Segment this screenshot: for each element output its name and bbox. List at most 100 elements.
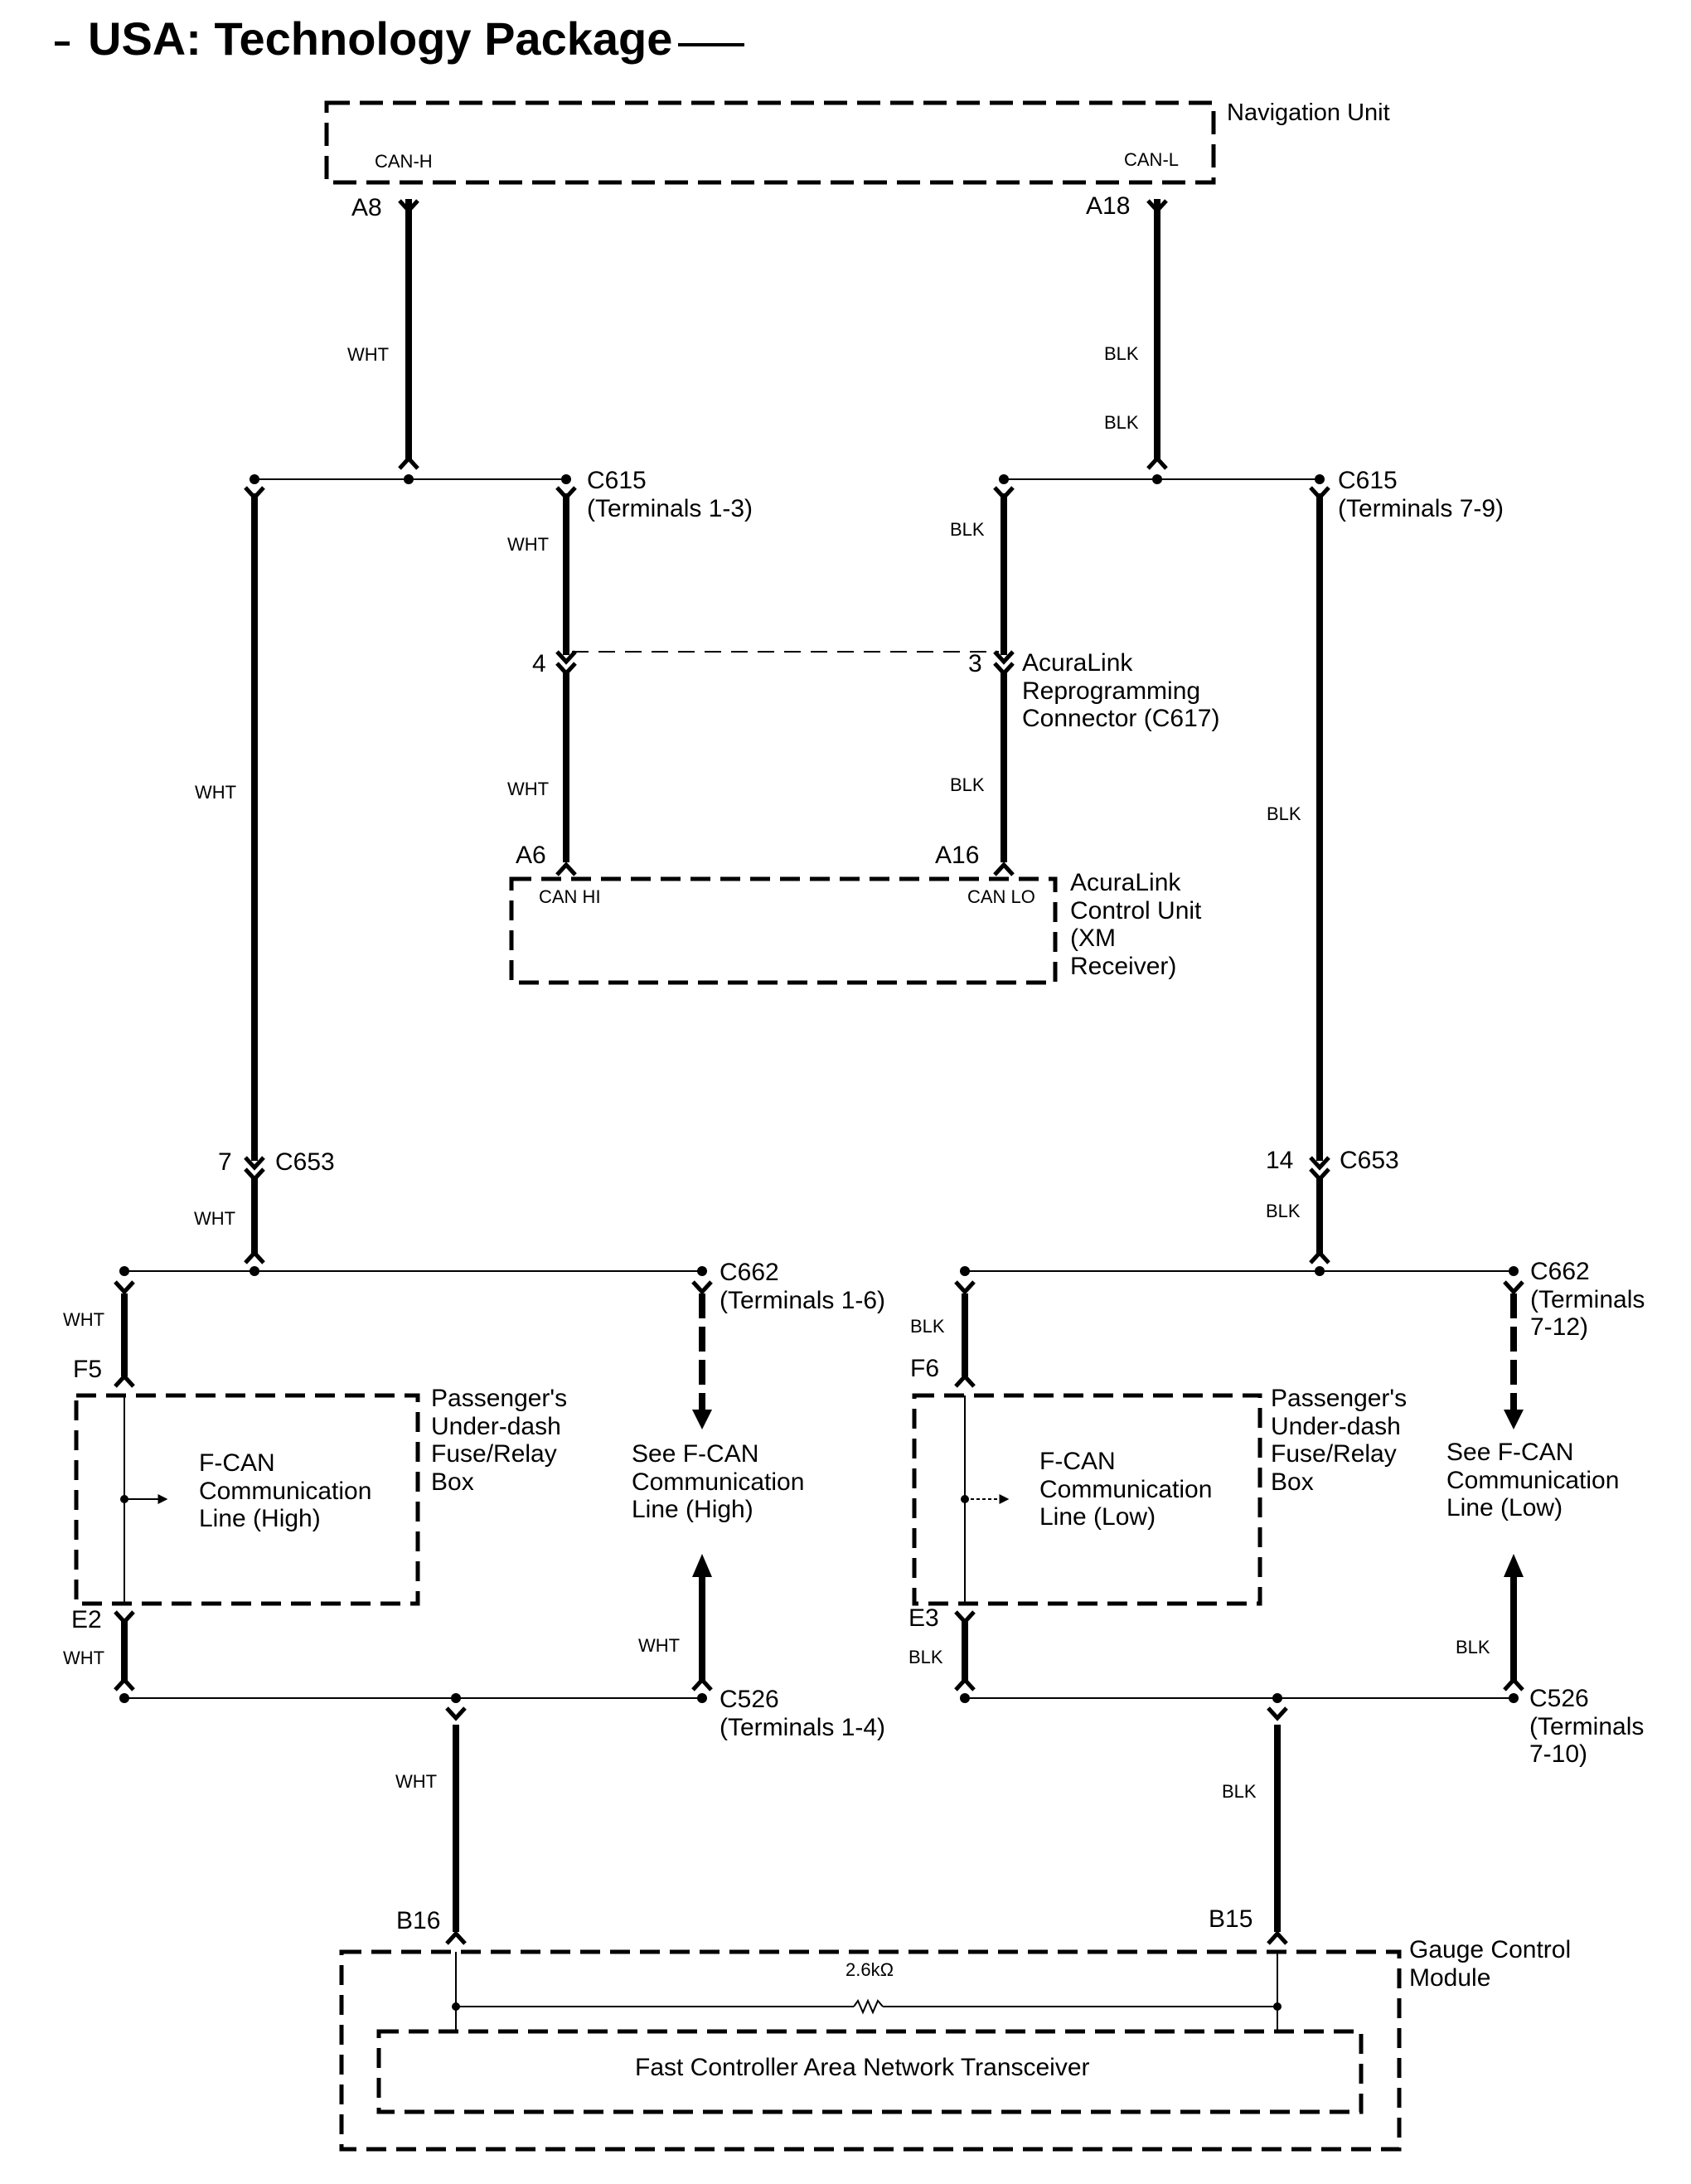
fuse-relay-box-high-label: Passenger's Under-dash Fuse/Relay Box	[431, 1385, 568, 1496]
fuse-box-high-box	[74, 1393, 420, 1606]
wire-color-label: BLK	[1267, 803, 1301, 824]
c662-out-f6	[954, 1280, 976, 1295]
pin-f6-label: F6	[910, 1355, 940, 1382]
can-hi-label: CAN HI	[539, 886, 601, 907]
junction-dot	[1315, 1266, 1325, 1276]
pin-b15-label: B15	[1209, 1905, 1253, 1933]
wire-color-label: BLK	[910, 1316, 945, 1337]
junction-dot	[1272, 1693, 1282, 1703]
gauge-control-module-label: Gauge Control Module	[1409, 1936, 1572, 1992]
pin-a18-label: A18	[1086, 192, 1131, 220]
connector-c526-high-label: C526 (Terminals 1-4)	[720, 1686, 886, 1741]
junction-dot	[561, 474, 571, 484]
see-f-can-high-reference[interactable]: See F-CAN Communication Line (High)	[632, 1440, 805, 1524]
c653-pin7	[244, 1156, 265, 1182]
wire-color-label: BLK	[1266, 1201, 1301, 1221]
junction-dot	[250, 1266, 259, 1276]
wire-color-label: BLK	[1456, 1637, 1490, 1657]
pin-e3-label: E3	[908, 1604, 939, 1632]
junction-dot	[119, 1693, 129, 1703]
wire-color-label: WHT	[63, 1309, 105, 1330]
c662-in-high	[244, 1250, 265, 1264]
wire-color-label: WHT	[195, 782, 237, 803]
can-lo-label: CAN LO	[967, 886, 1035, 907]
connector-c615-low-label: C615 (Terminals 7-9)	[1338, 467, 1504, 522]
wire-color-label: WHT	[507, 534, 550, 555]
junction-dot	[120, 1495, 128, 1503]
c615-high-in	[398, 455, 419, 470]
wire-color-label: BLK	[950, 519, 985, 540]
junction-dot	[697, 1266, 707, 1276]
junction-dot	[1273, 2002, 1282, 2011]
arrow-down-see-low	[1504, 1410, 1524, 1429]
f-can-line-low-label: F-CAN Communication Line (Low)	[1039, 1448, 1213, 1531]
connector-c615-high-label: C615 (Terminals 1-3)	[587, 467, 753, 522]
c615-out-2	[555, 486, 577, 501]
c615-out-1	[244, 486, 265, 501]
fuse-box-low-box	[912, 1393, 1262, 1606]
junction-dot	[1509, 1693, 1519, 1703]
c526-out-high	[445, 1706, 467, 1721]
junction-dot	[451, 1693, 461, 1703]
title-dash-left	[55, 41, 70, 46]
junction-dot	[697, 1693, 707, 1703]
resistor-symbol	[853, 1998, 884, 2015]
wire-color-label: BLK	[1104, 343, 1139, 364]
nav-can-h-label: CAN-H	[375, 151, 433, 172]
c526-out-low	[1267, 1706, 1288, 1721]
c526-in-high	[691, 1677, 713, 1691]
c615-low-in	[1146, 455, 1168, 470]
connector-c526-low-label: C526 (Terminals 7-10)	[1529, 1685, 1645, 1769]
junction-dot	[961, 1495, 969, 1503]
pin-f6-chevron	[954, 1373, 976, 1388]
title-dash-right	[678, 43, 744, 46]
pin-b16-label: B16	[396, 1907, 441, 1934]
acuralink-control-unit-box	[509, 876, 1058, 985]
page-title: USA: Technology Package	[88, 12, 673, 65]
see-f-can-low-reference[interactable]: See F-CAN Communication Line (Low)	[1446, 1439, 1620, 1522]
pin-b16-chevron	[445, 1930, 467, 1945]
c615-out-3	[993, 486, 1015, 501]
pin-a16-chevron	[993, 861, 1015, 876]
acuralink-control-unit-label: AcuraLink Control Unit (XM Receiver)	[1070, 869, 1202, 980]
connector-c653-high-label: C653	[275, 1148, 335, 1176]
c653-pin14	[1309, 1156, 1330, 1182]
pin-e3-chevron	[954, 1610, 976, 1625]
wire-color-label: WHT	[507, 779, 550, 799]
c653-pin-7-label: 7	[218, 1148, 232, 1176]
c617-pin-3-label: 3	[968, 650, 982, 677]
junction-dot	[960, 1266, 970, 1276]
junction-dot	[1315, 474, 1325, 484]
wire-color-label: WHT	[194, 1208, 236, 1229]
pin-b15-chevron	[1267, 1930, 1288, 1945]
navigation-unit-label: Navigation Unit	[1227, 99, 1390, 126]
connector-c662-low-label: C662 (Terminals 7-12)	[1530, 1258, 1645, 1342]
c662-out-low	[1503, 1280, 1524, 1295]
transceiver-label: Fast Controller Area Network Transceiver	[635, 2054, 1090, 2081]
pin-a8-label: A8	[351, 194, 382, 221]
c662-in-low	[1309, 1250, 1330, 1264]
acuralink-reprogramming-connector-label: AcuraLink Reprogramming Connector (C617)	[1022, 649, 1220, 733]
transceiver-box	[376, 2029, 1364, 2114]
wire-color-label: BLK	[908, 1647, 943, 1667]
junction-dot	[404, 474, 414, 484]
junction-dot	[452, 2002, 460, 2011]
arrow-up-see-high	[692, 1554, 712, 1577]
nav-can-l-label: CAN-L	[1124, 149, 1180, 170]
arrow-up-see-low	[1504, 1554, 1524, 1577]
pin-a6-chevron	[555, 861, 577, 876]
pin-a18-chevron	[1146, 199, 1168, 214]
gauge-control-module-box	[339, 1949, 1402, 2152]
c526-in-e2	[114, 1677, 135, 1691]
c653-pin-14-label: 14	[1266, 1147, 1294, 1174]
c615-out-4	[1309, 486, 1330, 501]
junction-dot	[1152, 474, 1162, 484]
wire-color-label: BLK	[1222, 1781, 1257, 1802]
connector-c653-low-label: C653	[1340, 1147, 1399, 1174]
junction-dot	[999, 474, 1009, 484]
junction-dot	[119, 1266, 129, 1276]
pin-e2-chevron	[114, 1610, 135, 1625]
junction-dot	[960, 1693, 970, 1703]
wire-color-label: WHT	[347, 344, 390, 365]
c662-out-f5	[114, 1280, 135, 1295]
